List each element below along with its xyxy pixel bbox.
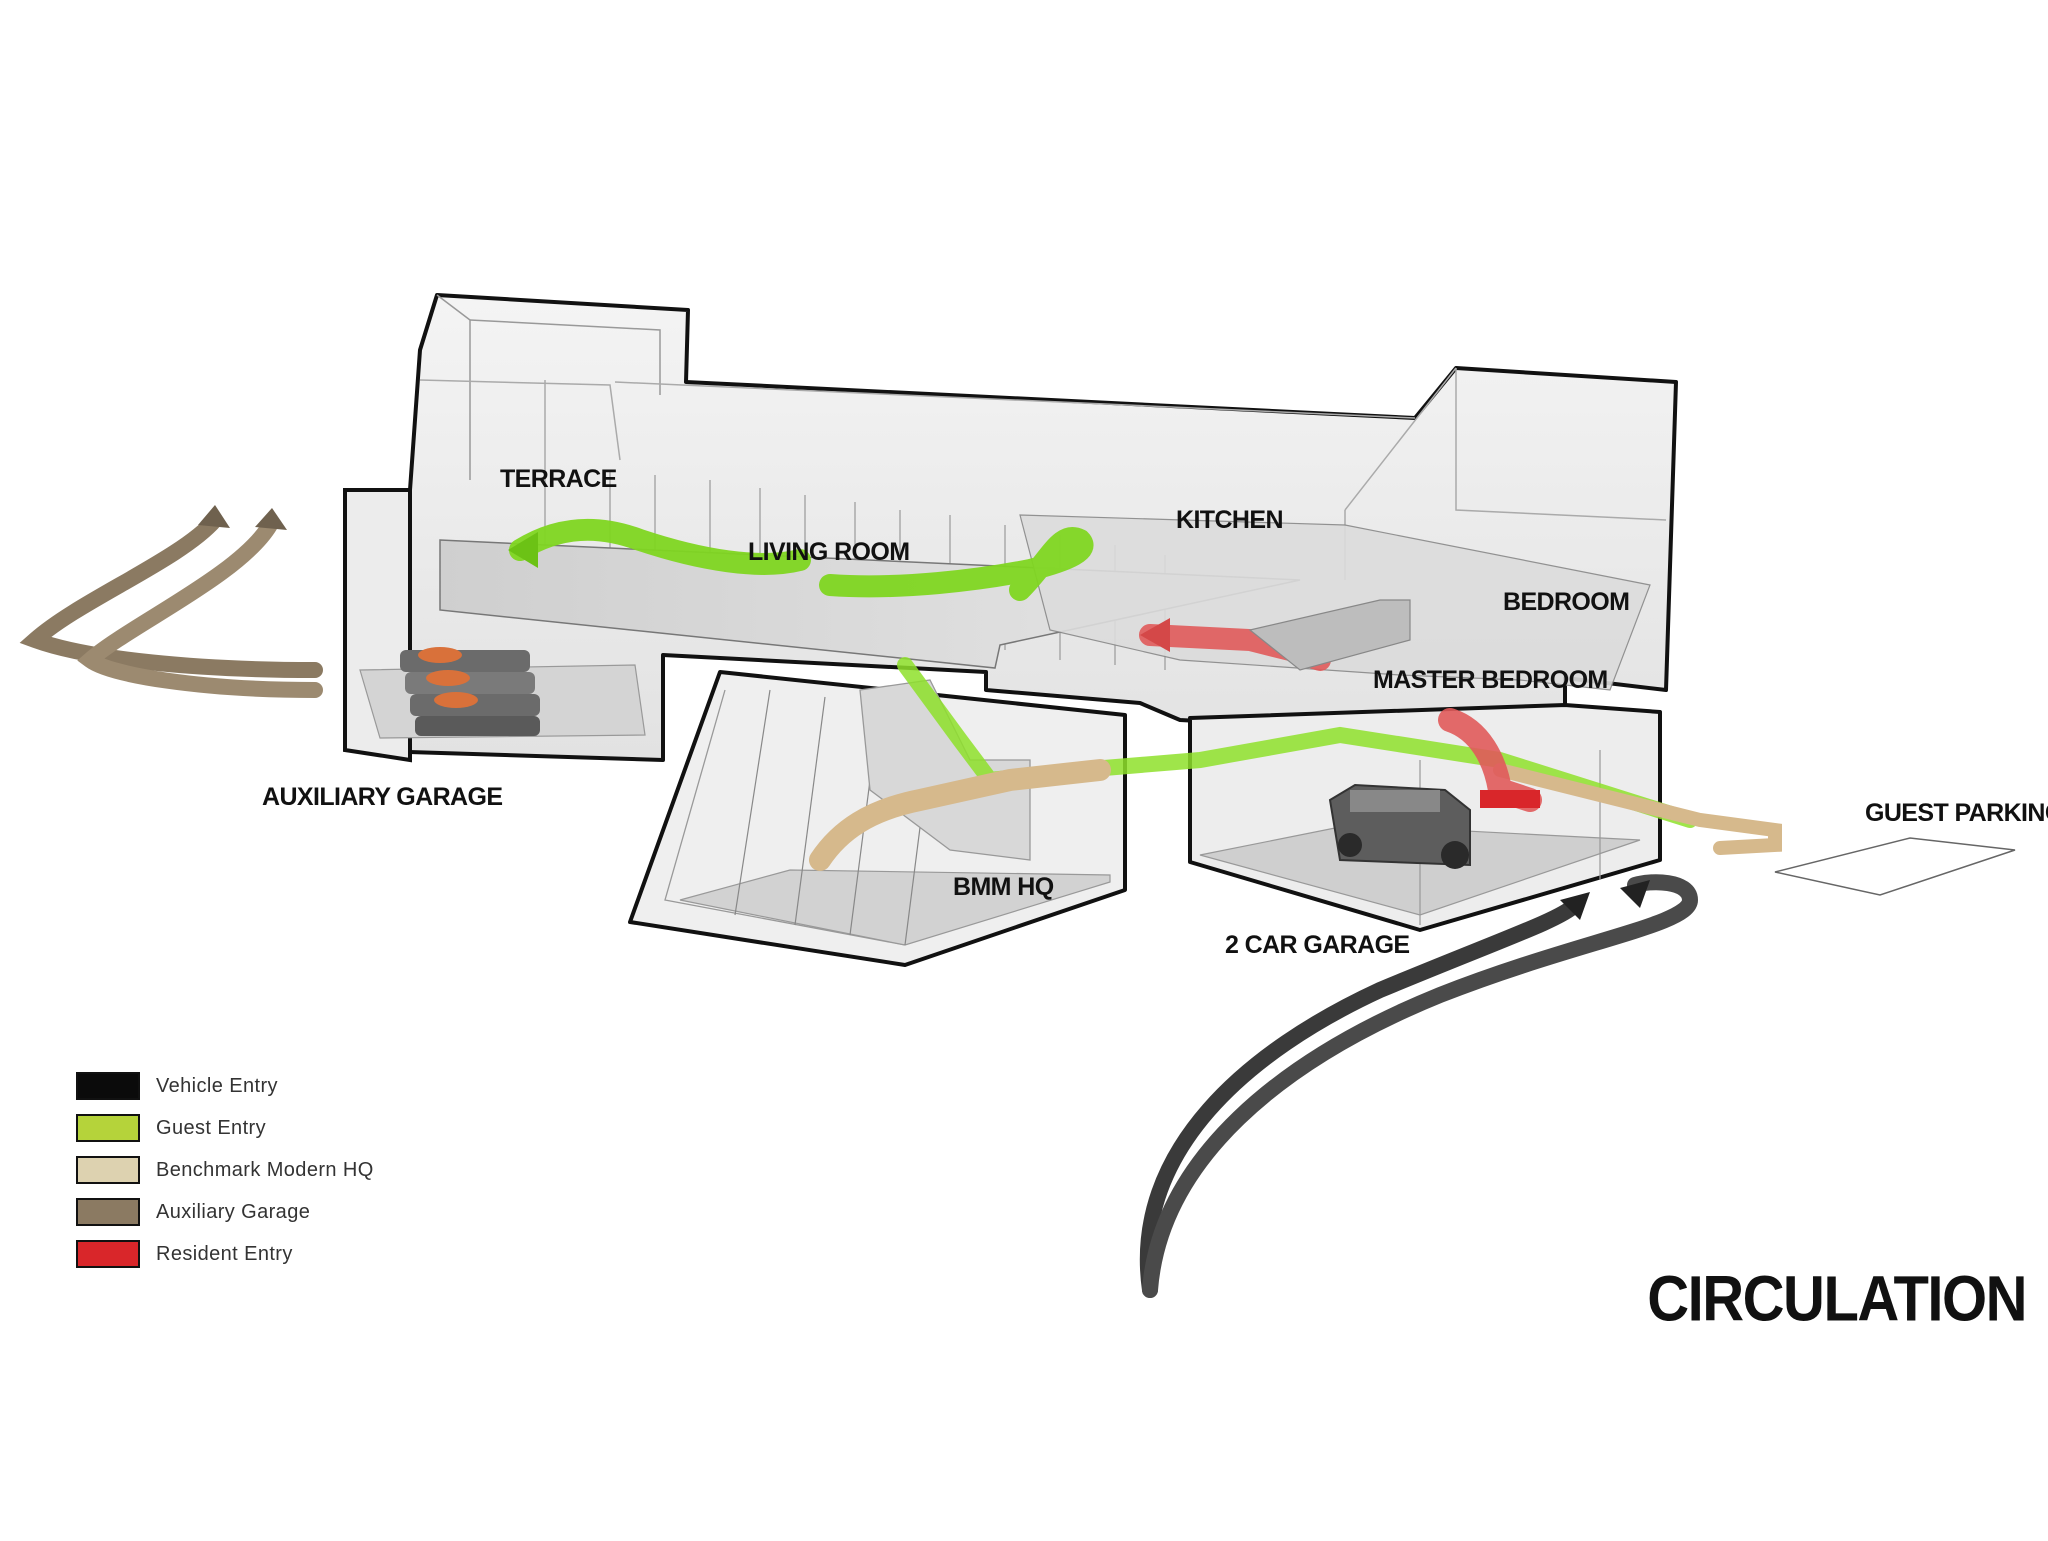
circulation-paths (19, 505, 1782, 1298)
room-label-terrace: TERRACE (500, 465, 617, 493)
vehicle-approach (1139, 874, 1699, 1298)
legend-item-auxiliary-garage: Auxiliary Garage (76, 1196, 496, 1228)
bmm-hq-volume (628, 670, 1127, 967)
legend-swatch-auxiliary-garage (76, 1198, 140, 1226)
room-label-bedroom: BEDROOM (1503, 588, 1629, 616)
legend-swatch-benchmark-modern-hq (76, 1156, 140, 1184)
legend-label: Benchmark Modern HQ (156, 1158, 374, 1181)
diagram-title: CIRCULATION (1647, 1263, 2027, 1335)
guest-arrow-head (508, 532, 538, 568)
room-label-master-bedroom: MASTER BEDROOM (1373, 666, 1608, 694)
room-label-bmm-hq: BMM HQ (953, 873, 1054, 901)
atv-stack (400, 647, 540, 736)
legend-swatch-guest-entry (76, 1114, 140, 1142)
legend-label: Guest Entry (156, 1116, 266, 1139)
legend-item-guest-entry: Guest Entry (76, 1112, 496, 1144)
guest-parking-pad (1774, 837, 2016, 896)
room-labels: TERRACE LIVING ROOM KITCHEN BEDROOM MAST… (262, 465, 2048, 959)
resident-arrow-head (1140, 618, 1170, 652)
room-label-2-car-garage: 2 CAR GARAGE (1225, 931, 1410, 959)
guest-path-living-2 (819, 527, 1094, 601)
hq-path (809, 759, 1111, 871)
legend-item-benchmark-modern-hq: Benchmark Modern HQ (76, 1154, 496, 1186)
master-bedroom-ramp (1248, 599, 1411, 671)
room-label-kitchen: KITCHEN (1176, 506, 1283, 534)
legend-label: Resident Entry (156, 1242, 293, 1265)
guest-path-living (509, 518, 811, 575)
legend-swatch-resident-entry (76, 1240, 140, 1268)
legend-label: Vehicle Entry (156, 1074, 278, 1097)
legend-label: Auxiliary Garage (156, 1200, 311, 1223)
car-garage-volume (1188, 703, 1662, 932)
hq-path-ext (1493, 763, 1782, 855)
room-label-living-room: LIVING ROOM (748, 538, 909, 566)
auxiliary-garage-volume (343, 488, 646, 763)
resident-path-down (1438, 708, 1542, 812)
legend-swatch-vehicle-entry (76, 1072, 140, 1100)
bmm-hq-floor (679, 869, 1111, 946)
suv-vehicle (1328, 783, 1471, 869)
guest-path-stair (897, 657, 1698, 828)
legend-item-resident-entry: Resident Entry (76, 1238, 496, 1270)
legend: Vehicle Entry Guest Entry Benchmark Mode… (76, 1070, 496, 1280)
room-label-auxiliary-garage: AUXILIARY GARAGE (262, 783, 502, 811)
aux-garage-approach (19, 505, 323, 698)
room-label-guest-parking: GUEST PARKING (1865, 799, 2048, 827)
resident-step (1480, 790, 1540, 808)
legend-item-vehicle-entry: Vehicle Entry (76, 1070, 496, 1102)
